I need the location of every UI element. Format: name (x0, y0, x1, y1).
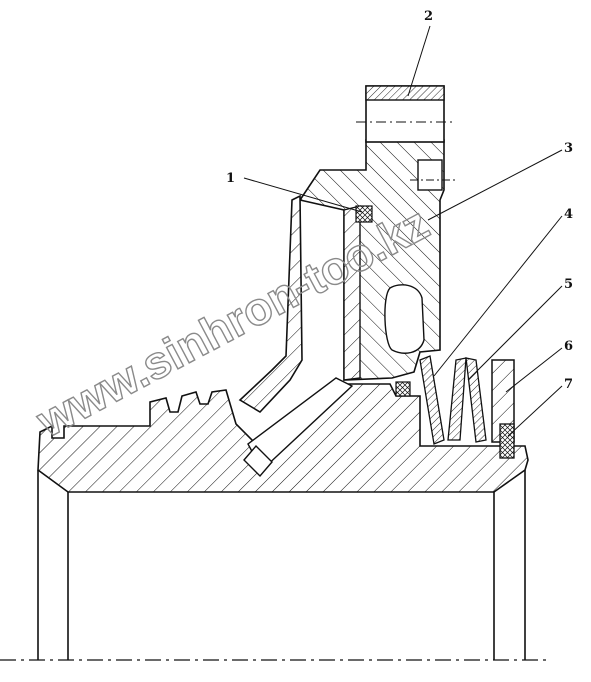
bore-outline (37, 470, 526, 660)
piston (343, 205, 361, 381)
o-ring-lower (395, 381, 411, 397)
pressure-cavity (384, 284, 425, 354)
o-ring-upper (355, 205, 373, 223)
callout-1: 1 (226, 171, 235, 186)
callout-6: 6 (564, 339, 573, 354)
callout-7: 7 (564, 377, 573, 392)
leader-lines (243, 25, 563, 437)
disc-spring-3 (465, 357, 487, 443)
gear-teeth (365, 85, 445, 101)
callout-2: 2 (424, 9, 433, 24)
callout-5: 5 (564, 277, 573, 292)
sleeve-part (238, 194, 303, 414)
bolt-pocket (417, 159, 443, 191)
disc-spring-1 (419, 355, 445, 445)
disc-spring-2 (447, 357, 467, 441)
snap-ring (499, 423, 515, 459)
oblique-passage-plug (243, 444, 273, 478)
callout-4: 4 (564, 207, 573, 222)
callout-3: 3 (564, 141, 573, 156)
